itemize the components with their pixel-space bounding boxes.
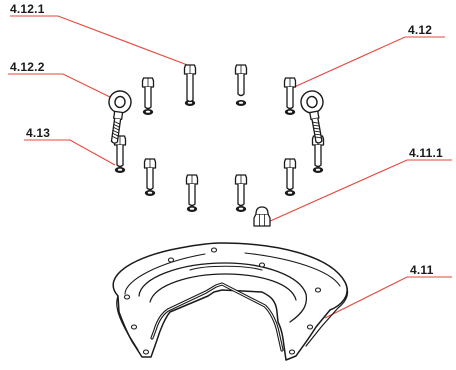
label-4-11-1: 4.11.1 — [409, 146, 443, 160]
washer — [144, 190, 156, 196]
eye-bolt-left — [108, 90, 132, 144]
leader-4-11 — [324, 276, 452, 319]
washer — [235, 206, 247, 212]
eye-bolt-right — [300, 90, 324, 144]
cap-nut — [253, 206, 271, 227]
leader-4-11-1 — [267, 159, 452, 223]
washer — [284, 109, 296, 115]
hex-bolt — [185, 174, 199, 207]
label-4-13: 4.13 — [26, 126, 51, 140]
washer — [284, 190, 296, 196]
label-4-12-2: 4.12.2 — [10, 60, 45, 74]
washer — [235, 100, 247, 106]
hex-bolt — [234, 174, 248, 207]
washer — [312, 167, 324, 173]
hex-bolt — [234, 64, 248, 97]
label-4-12-1: 4.12.1 — [10, 2, 45, 16]
bolt-set — [108, 64, 325, 227]
washer — [114, 167, 126, 173]
cover-plate — [112, 242, 349, 361]
hex-bolt — [143, 158, 157, 191]
washer — [142, 109, 154, 115]
leader-lines — [8, 15, 452, 319]
hex-bolt — [283, 158, 297, 191]
leader-4-12 — [291, 36, 445, 89]
leader-4-12-1 — [10, 15, 191, 67]
leader-4-13 — [24, 139, 116, 166]
hex-bolt — [283, 77, 297, 110]
long-bolt — [183, 64, 197, 103]
leader-4-12-2 — [8, 73, 113, 99]
hex-bolt — [141, 77, 155, 110]
label-4-12: 4.12 — [408, 23, 433, 37]
label-4-11: 4.11 — [410, 263, 434, 277]
washer — [186, 206, 198, 212]
